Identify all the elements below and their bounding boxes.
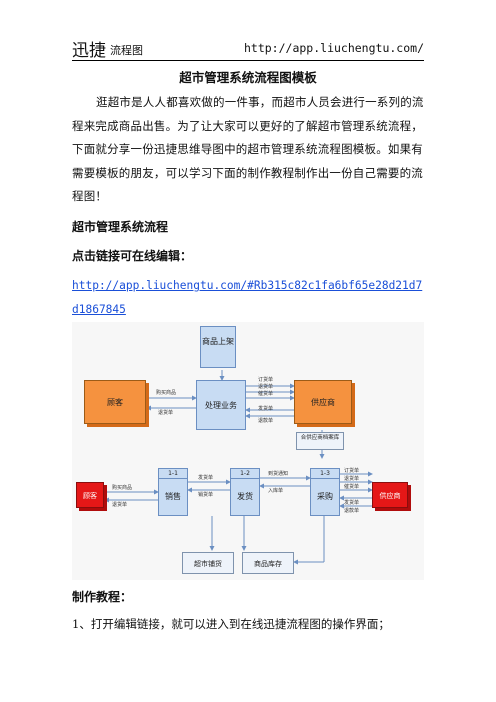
label-warehouse-in: 入库单 bbox=[268, 488, 284, 494]
process-business-box: 处理业务 bbox=[196, 380, 246, 430]
label-returns-top: 退货单 bbox=[258, 384, 274, 390]
sales-id: 1-1 bbox=[159, 469, 187, 479]
edit-link[interactable]: http://app.liuchengtu.com/#Rb315c82c1fa6… bbox=[72, 279, 423, 316]
document-title: 超市管理系统流程图模板 bbox=[179, 70, 317, 85]
customer-box-top: 顾客 bbox=[84, 380, 146, 424]
stock-box: 商品库存 bbox=[242, 552, 294, 574]
label-urge-bottom: 催货单 bbox=[344, 484, 360, 490]
label-return-top: 退货单 bbox=[158, 410, 174, 416]
supplier-box-top: 供应商 bbox=[294, 380, 352, 424]
goods-shelf-box: 商品上架 bbox=[200, 326, 236, 368]
label-order-bottom: 订货单 bbox=[344, 468, 360, 474]
label-refund-bottom: 退款单 bbox=[344, 508, 360, 514]
supplier-archive-box: 合供应商档案库 bbox=[296, 432, 344, 450]
label-sales-mid: 销货单 bbox=[198, 492, 214, 498]
header-url[interactable]: http://app.liuchengtu.com/ bbox=[243, 41, 424, 55]
purchase-box: 1-3 采购 bbox=[310, 468, 340, 516]
supplier-box-bottom: 供应商 bbox=[372, 482, 408, 508]
label-shipping-mid: 发货单 bbox=[198, 475, 214, 481]
label-arrival-notice: 到货通知 bbox=[268, 471, 289, 477]
label-returns-bottom: 退货单 bbox=[344, 476, 360, 482]
label-buy-goods-top: 购买商品 bbox=[156, 390, 177, 396]
tutorial-step-1: 1、打开编辑链接，就可以进入到在线迅捷流程图的操作界面； bbox=[72, 617, 390, 631]
label-urge-top: 催货单 bbox=[258, 391, 274, 397]
sales-box: 1-1 销售 bbox=[158, 468, 188, 516]
document-header: 迅捷 流程图 http://app.liuchengtu.com/ bbox=[72, 34, 424, 61]
label-order-top: 订货单 bbox=[258, 377, 274, 383]
delivery-box: 1-2 发货 bbox=[230, 468, 260, 516]
label-return-bottom: 退货单 bbox=[112, 502, 128, 508]
delivery-id: 1-2 bbox=[231, 469, 259, 479]
store-shelf-box: 超市铺货 bbox=[182, 552, 234, 574]
flowchart-connectors bbox=[104, 370, 373, 565]
brand-name: 迅捷 bbox=[72, 41, 106, 61]
purchase-id: 1-3 bbox=[311, 469, 339, 479]
brand-subtitle: 流程图 bbox=[110, 44, 143, 57]
flowchart-diagram: 商品上架 顾客 处理业务 供应商 合供应商档案库 购买商品 退货单 订货单 退货… bbox=[72, 322, 424, 580]
label-shipping-top: 发货单 bbox=[258, 406, 274, 412]
label-buy-goods-bottom: 购买商品 bbox=[112, 485, 133, 491]
delivery-label: 发货 bbox=[237, 492, 253, 501]
purchase-label: 采购 bbox=[317, 492, 333, 501]
sales-label: 销售 bbox=[165, 492, 181, 501]
customer-box-bottom: 顾客 bbox=[76, 482, 104, 508]
label-refund-top: 退款单 bbox=[258, 418, 274, 424]
label-shipping-bottom: 发货单 bbox=[344, 500, 360, 506]
link-label: 点击链接可在线编辑： bbox=[72, 249, 193, 263]
tutorial-heading: 制作教程： bbox=[72, 590, 133, 604]
intro-paragraph: 逛超市是人人都喜欢做的一件事，而超市人员会进行一系列的流程来完成商品出售。为了让… bbox=[72, 95, 424, 204]
header-divider bbox=[72, 60, 424, 61]
section-heading: 超市管理系统流程 bbox=[72, 220, 169, 234]
